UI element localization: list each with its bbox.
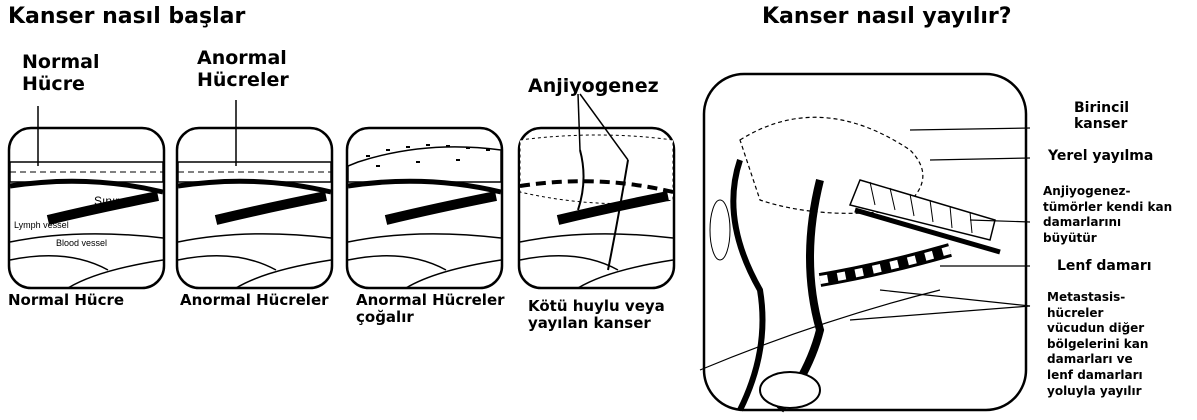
tumor-mass — [348, 147, 501, 182]
panel-normal: Sınır Lymph vessel Blood vessel — [8, 100, 168, 320]
caption-malignant: Kötü huylu veya yayılan kanser — [528, 298, 665, 333]
caption-normal: Normal Hücre — [8, 292, 124, 309]
pointer-local — [930, 158, 1030, 160]
panel-abnormal — [176, 100, 336, 320]
primary-cancer-label: Birincil kanser — [1074, 100, 1129, 132]
invasive-tumor — [520, 135, 673, 204]
panel-malignant — [518, 100, 678, 320]
caption-multiply: Anormal Hücreler çoğalır — [356, 292, 505, 327]
pointer-primary — [910, 128, 1030, 130]
vessel-cross-section — [760, 372, 820, 408]
pointer-metastasis — [880, 290, 1030, 306]
blood-vessel-1 — [733, 160, 762, 410]
left-title: Kanser nasıl başlar — [8, 4, 245, 29]
angiogenesis-desc: Anjiyogenez- tümörler kendi kan damarlar… — [1043, 184, 1172, 246]
panel-frame — [704, 74, 1026, 410]
panel-multiply — [346, 100, 506, 320]
right-title: Kanser nasıl yayılır? — [762, 4, 1012, 29]
border-label: Sınır — [94, 194, 119, 208]
caption-abnormal: Anormal Hücreler — [180, 292, 329, 309]
angiogenesis-label: Anjiyogenez — [528, 76, 659, 98]
blood-vessel-label: Blood vessel — [56, 238, 107, 248]
local-spread-label: Yerel yayılma — [1048, 148, 1153, 164]
lymph-vessel-label-right: Lenf damarı — [1057, 258, 1152, 274]
lymph-vessel-label: Lymph vessel — [14, 220, 69, 230]
normal-cell-label: Normal Hücre — [22, 52, 99, 96]
panel-spread — [700, 70, 1030, 415]
metastasis-desc: Metastasis- hücreler vücudun diğer bölge… — [1047, 290, 1148, 399]
abnormal-cells-label: Anormal Hücreler — [197, 48, 289, 92]
basement-membrane — [10, 181, 163, 192]
